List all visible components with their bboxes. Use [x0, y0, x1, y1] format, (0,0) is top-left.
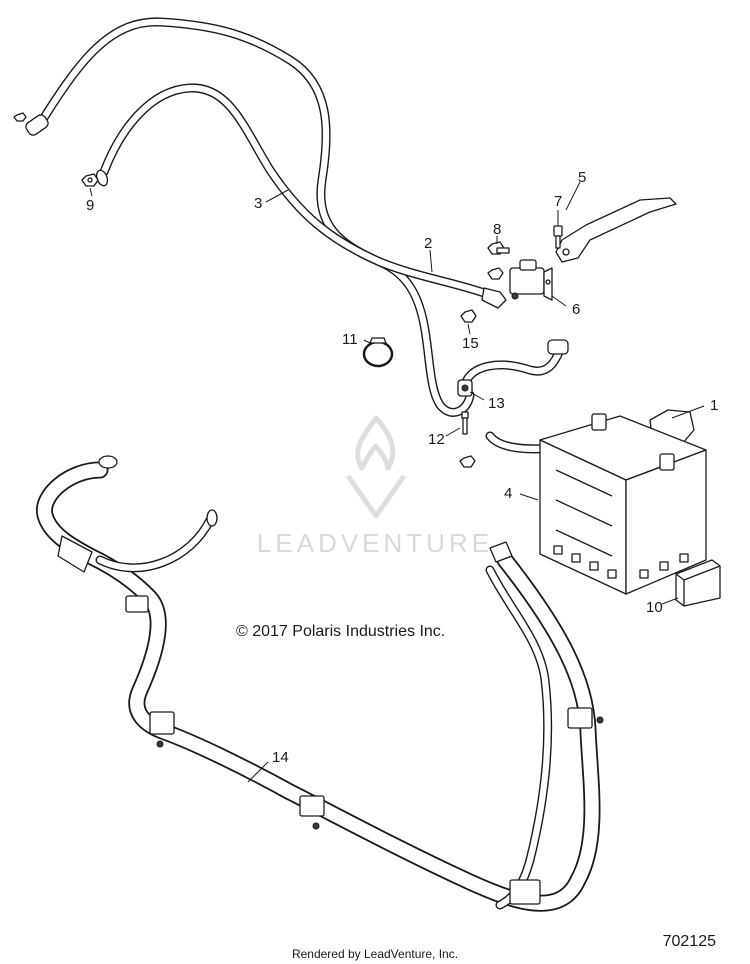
part-6-relay [509, 259, 553, 301]
part-5-bracket [555, 197, 677, 263]
small-nut [13, 112, 27, 122]
part-11-clamp [362, 337, 394, 368]
callout-1: 1 [710, 397, 718, 414]
part-9-nut [81, 173, 99, 187]
callout-6: 6 [572, 301, 580, 318]
callout-11: 11 [342, 331, 358, 348]
callout-9: 9 [86, 197, 94, 214]
copyright-text: © 2017 Polaris Industries Inc. [236, 623, 445, 640]
callout-8: 8 [493, 221, 501, 238]
watermark-text: LEADVENTURE [257, 528, 493, 558]
part-13-fitting [457, 379, 473, 397]
part-14-harness[interactable] [36, 455, 604, 912]
part-15-nut [460, 309, 477, 323]
flame-logo-icon [355, 415, 396, 471]
callout-15: 15 [462, 335, 479, 352]
part-10-pad [675, 559, 721, 607]
callout-5: 5 [578, 169, 586, 186]
callout-3: 3 [254, 195, 262, 212]
leader-lines [89, 181, 705, 783]
nut-below-12 [459, 455, 476, 468]
part-8-bolt [487, 241, 510, 255]
leadventure-watermark: LEADVENTURE [257, 415, 493, 558]
part-4-battery [539, 413, 707, 595]
cable-3[interactable] [35, 17, 475, 417]
callout-10: 10 [646, 599, 663, 616]
callout-14: 14 [272, 749, 289, 766]
terminal-end-3 [25, 114, 49, 136]
callout-12: 12 [428, 431, 445, 448]
callout-13: 13 [488, 395, 505, 412]
callout-7: 7 [554, 193, 562, 210]
callout-4: 4 [504, 485, 512, 502]
footer-text: Rendered by LeadVenture, Inc. [292, 947, 458, 961]
diagram-number: 702125 [663, 933, 716, 950]
cable-13[interactable] [460, 345, 565, 390]
cable-2-end [481, 287, 507, 309]
callout-2: 2 [424, 235, 432, 252]
bolt-near-6 [487, 267, 504, 280]
cable-2[interactable] [99, 83, 495, 300]
part-12-bolt [461, 411, 469, 435]
connector-near-13 [547, 339, 569, 355]
chevron-logo-icon [345, 474, 407, 519]
